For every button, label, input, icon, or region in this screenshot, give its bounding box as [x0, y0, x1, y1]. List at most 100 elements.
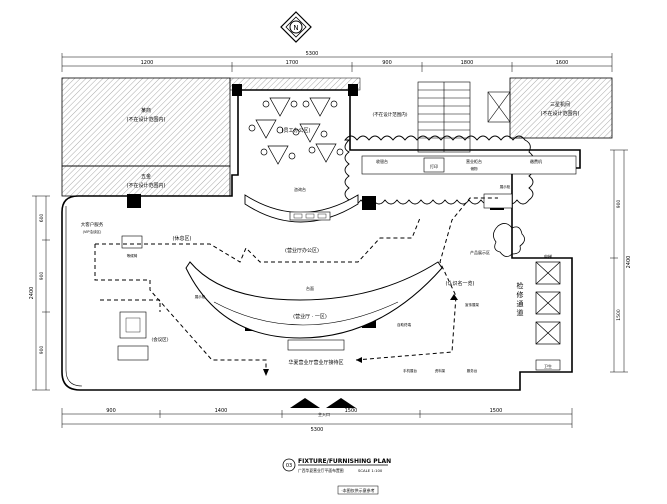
top-total-dim: 5300 — [306, 51, 319, 57]
sheet-number-circle — [282, 458, 296, 472]
left-shop-hatch — [61, 165, 231, 197]
small-note-2: 展示柜 — [500, 184, 511, 189]
screen — [305, 213, 315, 219]
reception-label: 咨询台 — [294, 186, 306, 192]
lounge-label: (休息区) — [173, 235, 192, 242]
open-office-label: (员工办公区) — [282, 127, 311, 134]
footnote: ·本图仅供示意参考 — [341, 487, 374, 493]
north-compass-icon: N — [280, 11, 312, 43]
vip-room-label: 大客户服务 — [81, 221, 104, 228]
lift-lobby-label: 检修通道 — [517, 281, 524, 317]
pay-desk-label: 缴费机 — [530, 158, 542, 164]
right-shop-hatch — [509, 77, 613, 139]
bottom-dimensions — [61, 408, 573, 428]
right-total-dim: 2400 — [626, 256, 632, 269]
top-dim-5: 1600 — [556, 60, 569, 66]
screen — [293, 213, 303, 219]
column — [232, 84, 242, 96]
meeting-label: (会议区) — [151, 336, 168, 343]
right-shop-name: 三星机间 — [550, 101, 570, 108]
elevator-bank — [535, 261, 561, 345]
counter-label: 收银台 — [376, 158, 388, 164]
entrance-arrows-icon — [290, 398, 356, 408]
small-note-1: 展示柜 — [195, 294, 206, 299]
entrance-desk — [287, 339, 345, 351]
toilet-box — [535, 359, 561, 371]
drawing-title: FIXTURE/FURNISHING PLAN — [298, 458, 391, 465]
right-shop-note: (不在设计范围内) — [541, 110, 580, 117]
screen — [317, 213, 327, 219]
elevator-label: 电梯 — [544, 253, 552, 259]
vip-desk — [121, 235, 143, 249]
small-note-5: 自助终端 — [397, 322, 411, 327]
small-note-8: 资料架 — [435, 368, 446, 373]
top-dim-1: 1200 — [141, 60, 154, 66]
left-dim-3: 900 — [39, 346, 45, 355]
title-block: 03 FIXTURE/FURNISHING PLAN 广西华夏营业厅平面布置图 … — [282, 458, 391, 495]
small-note-10: 服务台 — [467, 368, 478, 373]
top-left-shop-hatch — [61, 77, 231, 167]
small-note-4: 储物 — [471, 166, 479, 171]
cashier-box — [423, 157, 445, 173]
lounge-sofa — [117, 345, 149, 361]
meeting-table — [119, 311, 147, 339]
top-left-shop-name: 某商 — [141, 107, 151, 114]
bottom-dim-2: 1400 — [215, 408, 228, 414]
left-total-dim: 2400 — [29, 287, 35, 300]
inner-wall-line — [65, 206, 83, 387]
small-note-3: 打印 — [430, 163, 438, 169]
flow-arrow-icon — [356, 357, 362, 363]
column — [127, 194, 141, 208]
top-dim-2: 1700 — [286, 60, 299, 66]
footnote-box — [337, 485, 379, 495]
drawing-scale: SCALE 1:100 — [358, 468, 383, 473]
customer-flow-path — [94, 197, 498, 372]
right-dimensions — [610, 149, 628, 373]
bottom-dim-3: 1500 — [345, 408, 358, 414]
top-dim-3: 900 — [382, 60, 392, 66]
left-shop-name: 五金 — [141, 173, 151, 180]
sheet-number: 03 — [286, 463, 292, 469]
meeting-table-top — [125, 317, 141, 333]
product-zone-label: 产品展示区 — [470, 249, 490, 255]
left-dim-2: 900 — [39, 272, 45, 281]
business-hall-label: (营业厅 · 一区) — [293, 313, 327, 320]
toilet-label: 卫生 — [544, 363, 552, 369]
left-shop-note: (不在设计范围内) — [127, 182, 166, 189]
small-note-11: 等候椅 — [127, 253, 138, 258]
back-counter — [361, 155, 577, 175]
top-left-shop-note: (不在设计范围内) — [127, 116, 166, 123]
right-dim-1: 900 — [616, 200, 622, 209]
bottom-dim-1: 900 — [106, 408, 116, 414]
top-dimensions — [61, 53, 613, 72]
stair-note: (不在设计范围内) — [372, 111, 407, 118]
top-wall-hatch — [229, 77, 361, 91]
column — [348, 84, 358, 96]
right-dim-2: 1500 — [616, 309, 622, 321]
flow-arrow-icon — [263, 369, 269, 376]
vip-note: (VIP洽谈区) — [83, 229, 102, 234]
bottom-dim-4: 1500 — [490, 408, 503, 414]
small-note-9: 台面 — [306, 285, 314, 291]
left-dim-1: 600 — [39, 214, 45, 223]
outer-wall — [61, 89, 581, 391]
compass-label: N — [293, 24, 298, 32]
revision-cloud-right — [493, 223, 525, 257]
bottom-total-dim: 5300 — [311, 427, 324, 433]
staircase — [417, 81, 511, 153]
counter-inner-arc — [213, 301, 399, 326]
small-note-6: 宣传展架 — [465, 302, 479, 307]
column — [362, 196, 376, 210]
central-service-counter — [185, 261, 443, 339]
right-display-cabinet — [483, 193, 513, 209]
small-note-7: 手机展台 — [403, 368, 417, 373]
service-desk-label: 营业柜台 — [466, 158, 482, 164]
top-dim-4: 1800 — [461, 60, 474, 66]
left-dimensions — [32, 195, 50, 391]
revision-cloud-top — [344, 135, 534, 205]
flow-arrow-icon — [450, 294, 458, 300]
entrance-sign: 华夏营业厅营业厅接待区 — [288, 359, 343, 366]
sales-area-label: (认识名一览) — [446, 280, 475, 287]
